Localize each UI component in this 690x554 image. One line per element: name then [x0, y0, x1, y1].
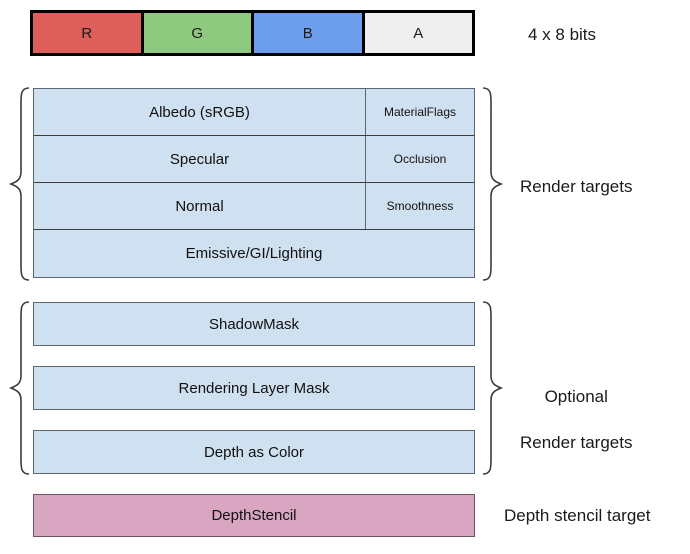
- rt-cell-emissive: Emissive/GI/Lighting: [34, 230, 474, 277]
- rt-label-normal: Normal: [175, 197, 224, 215]
- channel-label-g: G: [191, 24, 204, 42]
- channel-cell-a: A: [364, 13, 472, 53]
- left-brace-optional-targets: [8, 300, 32, 476]
- channel-label-a: A: [413, 24, 424, 42]
- channel-cell-r: R: [33, 13, 144, 53]
- right-brace-optional-targets: [480, 300, 504, 476]
- rt-cell-specular: Specular: [34, 136, 366, 182]
- channel-label-r: R: [81, 24, 93, 42]
- left-brace-render-targets: [8, 86, 32, 282]
- rt-cell-albedo: Albedo (sRGB): [34, 89, 366, 135]
- rt-label-albedo: Albedo (sRGB): [149, 103, 250, 121]
- render-target-row: Albedo (sRGB) MaterialFlags: [34, 89, 474, 136]
- rt-label-smoothness: Smoothness: [386, 199, 454, 213]
- label-optional-line1: Optional: [544, 386, 608, 406]
- rt-label-materialflags: MaterialFlags: [383, 105, 457, 119]
- rt-cell-occlusion: Occlusion: [366, 136, 474, 182]
- optional-box-depth-as-color: Depth as Color: [33, 430, 475, 474]
- depth-stencil-box: DepthStencil: [33, 494, 475, 537]
- channel-cell-b: B: [254, 13, 365, 53]
- label-optional-line2: Render targets: [520, 432, 633, 452]
- label-optional-render-targets: Optional Render targets: [520, 363, 632, 478]
- rgba-channel-bar: R G B A: [30, 10, 475, 56]
- rt-label-specular: Specular: [169, 150, 230, 168]
- optional-box-shadowmask: ShadowMask: [33, 302, 475, 346]
- render-target-row: Normal Smoothness: [34, 183, 474, 230]
- label-bit-depth: 4 x 8 bits: [528, 25, 597, 44]
- optional-label-rendering-layer-mask: Rendering Layer Mask: [178, 379, 330, 397]
- right-brace-render-targets: [480, 86, 504, 282]
- label-render-targets: Render targets: [520, 177, 633, 196]
- optional-label-shadowmask: ShadowMask: [208, 315, 300, 333]
- render-target-row: Specular Occlusion: [34, 136, 474, 183]
- label-depth-stencil-target: Depth stencil target: [504, 506, 651, 525]
- rt-cell-smoothness: Smoothness: [366, 183, 474, 229]
- rt-cell-materialflags: MaterialFlags: [366, 89, 474, 135]
- rt-label-emissive: Emissive/GI/Lighting: [185, 245, 323, 262]
- rt-label-occlusion: Occlusion: [393, 152, 447, 166]
- render-target-row: Emissive/GI/Lighting: [34, 230, 474, 277]
- optional-box-rendering-layer-mask: Rendering Layer Mask: [33, 366, 475, 410]
- render-targets-block: Albedo (sRGB) MaterialFlags Specular Occ…: [33, 88, 475, 278]
- optional-label-depth-as-color: Depth as Color: [203, 443, 305, 461]
- rt-cell-normal: Normal: [34, 183, 366, 229]
- channel-cell-g: G: [143, 13, 254, 53]
- depth-stencil-label: DepthStencil: [211, 507, 297, 524]
- channel-label-b: B: [302, 24, 313, 42]
